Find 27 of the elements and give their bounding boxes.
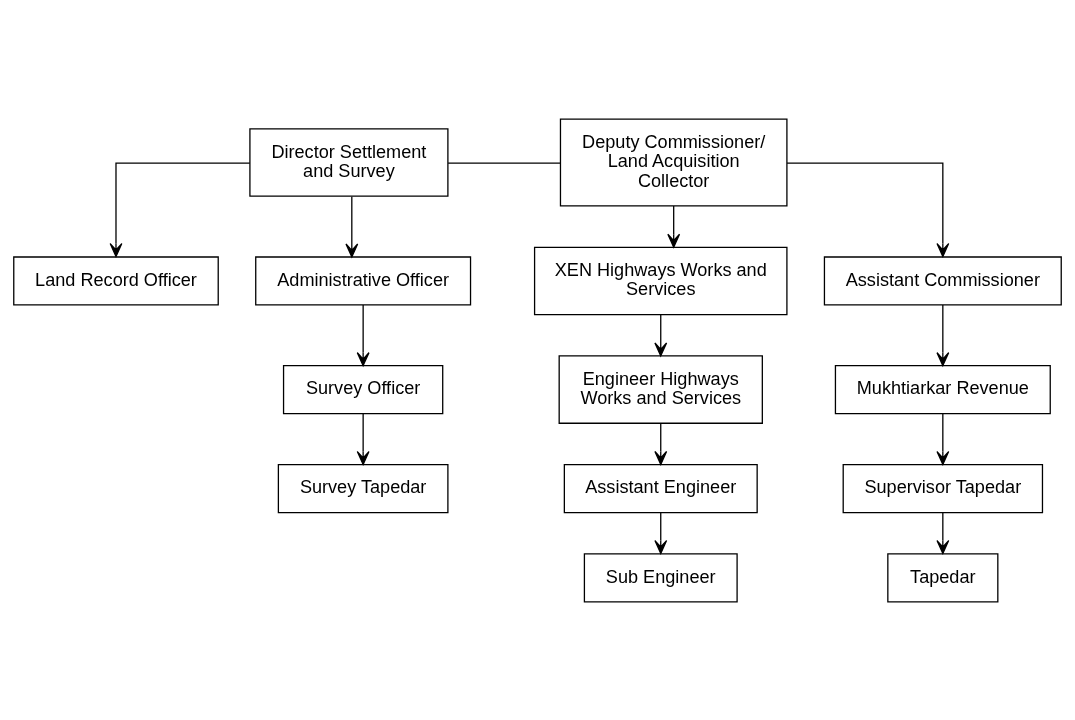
arrow: [345, 195, 359, 258]
arrow: [654, 422, 668, 465]
node-box: Assistant Engineer: [563, 463, 758, 513]
arrow: [936, 412, 950, 465]
node-box: Tapedar: [887, 552, 999, 602]
node-box: Assistant Commissioner: [823, 255, 1062, 305]
node-box: Supervisor Tapedar: [842, 463, 1044, 513]
node-box: Administrative Officer: [255, 255, 472, 305]
node-box: Deputy Commissioner/ Land Acquisition Collector: [559, 118, 788, 206]
node-box: Sub Engineer: [583, 552, 738, 602]
node-box: XEN Highways Works and Services: [533, 246, 788, 315]
arrow: [654, 511, 668, 554]
node-box: Director Settlement and Survey: [249, 127, 449, 197]
arrow: [109, 162, 251, 257]
arrow: [654, 313, 668, 356]
node-box: Survey Officer: [282, 364, 444, 414]
node-box: Mukhtiarkar Revenue: [834, 364, 1051, 414]
node-box: Survey Tapedar: [277, 463, 449, 513]
node-box: Engineer Highways Works and Services: [558, 354, 763, 424]
arrow: [667, 204, 681, 248]
connector: [447, 162, 561, 164]
arrow: [936, 511, 950, 554]
arrow: [356, 412, 370, 465]
arrow: [936, 303, 950, 366]
arrow: [356, 303, 370, 366]
node-box: Land Record Officer: [13, 255, 219, 305]
arrow: [786, 162, 950, 257]
